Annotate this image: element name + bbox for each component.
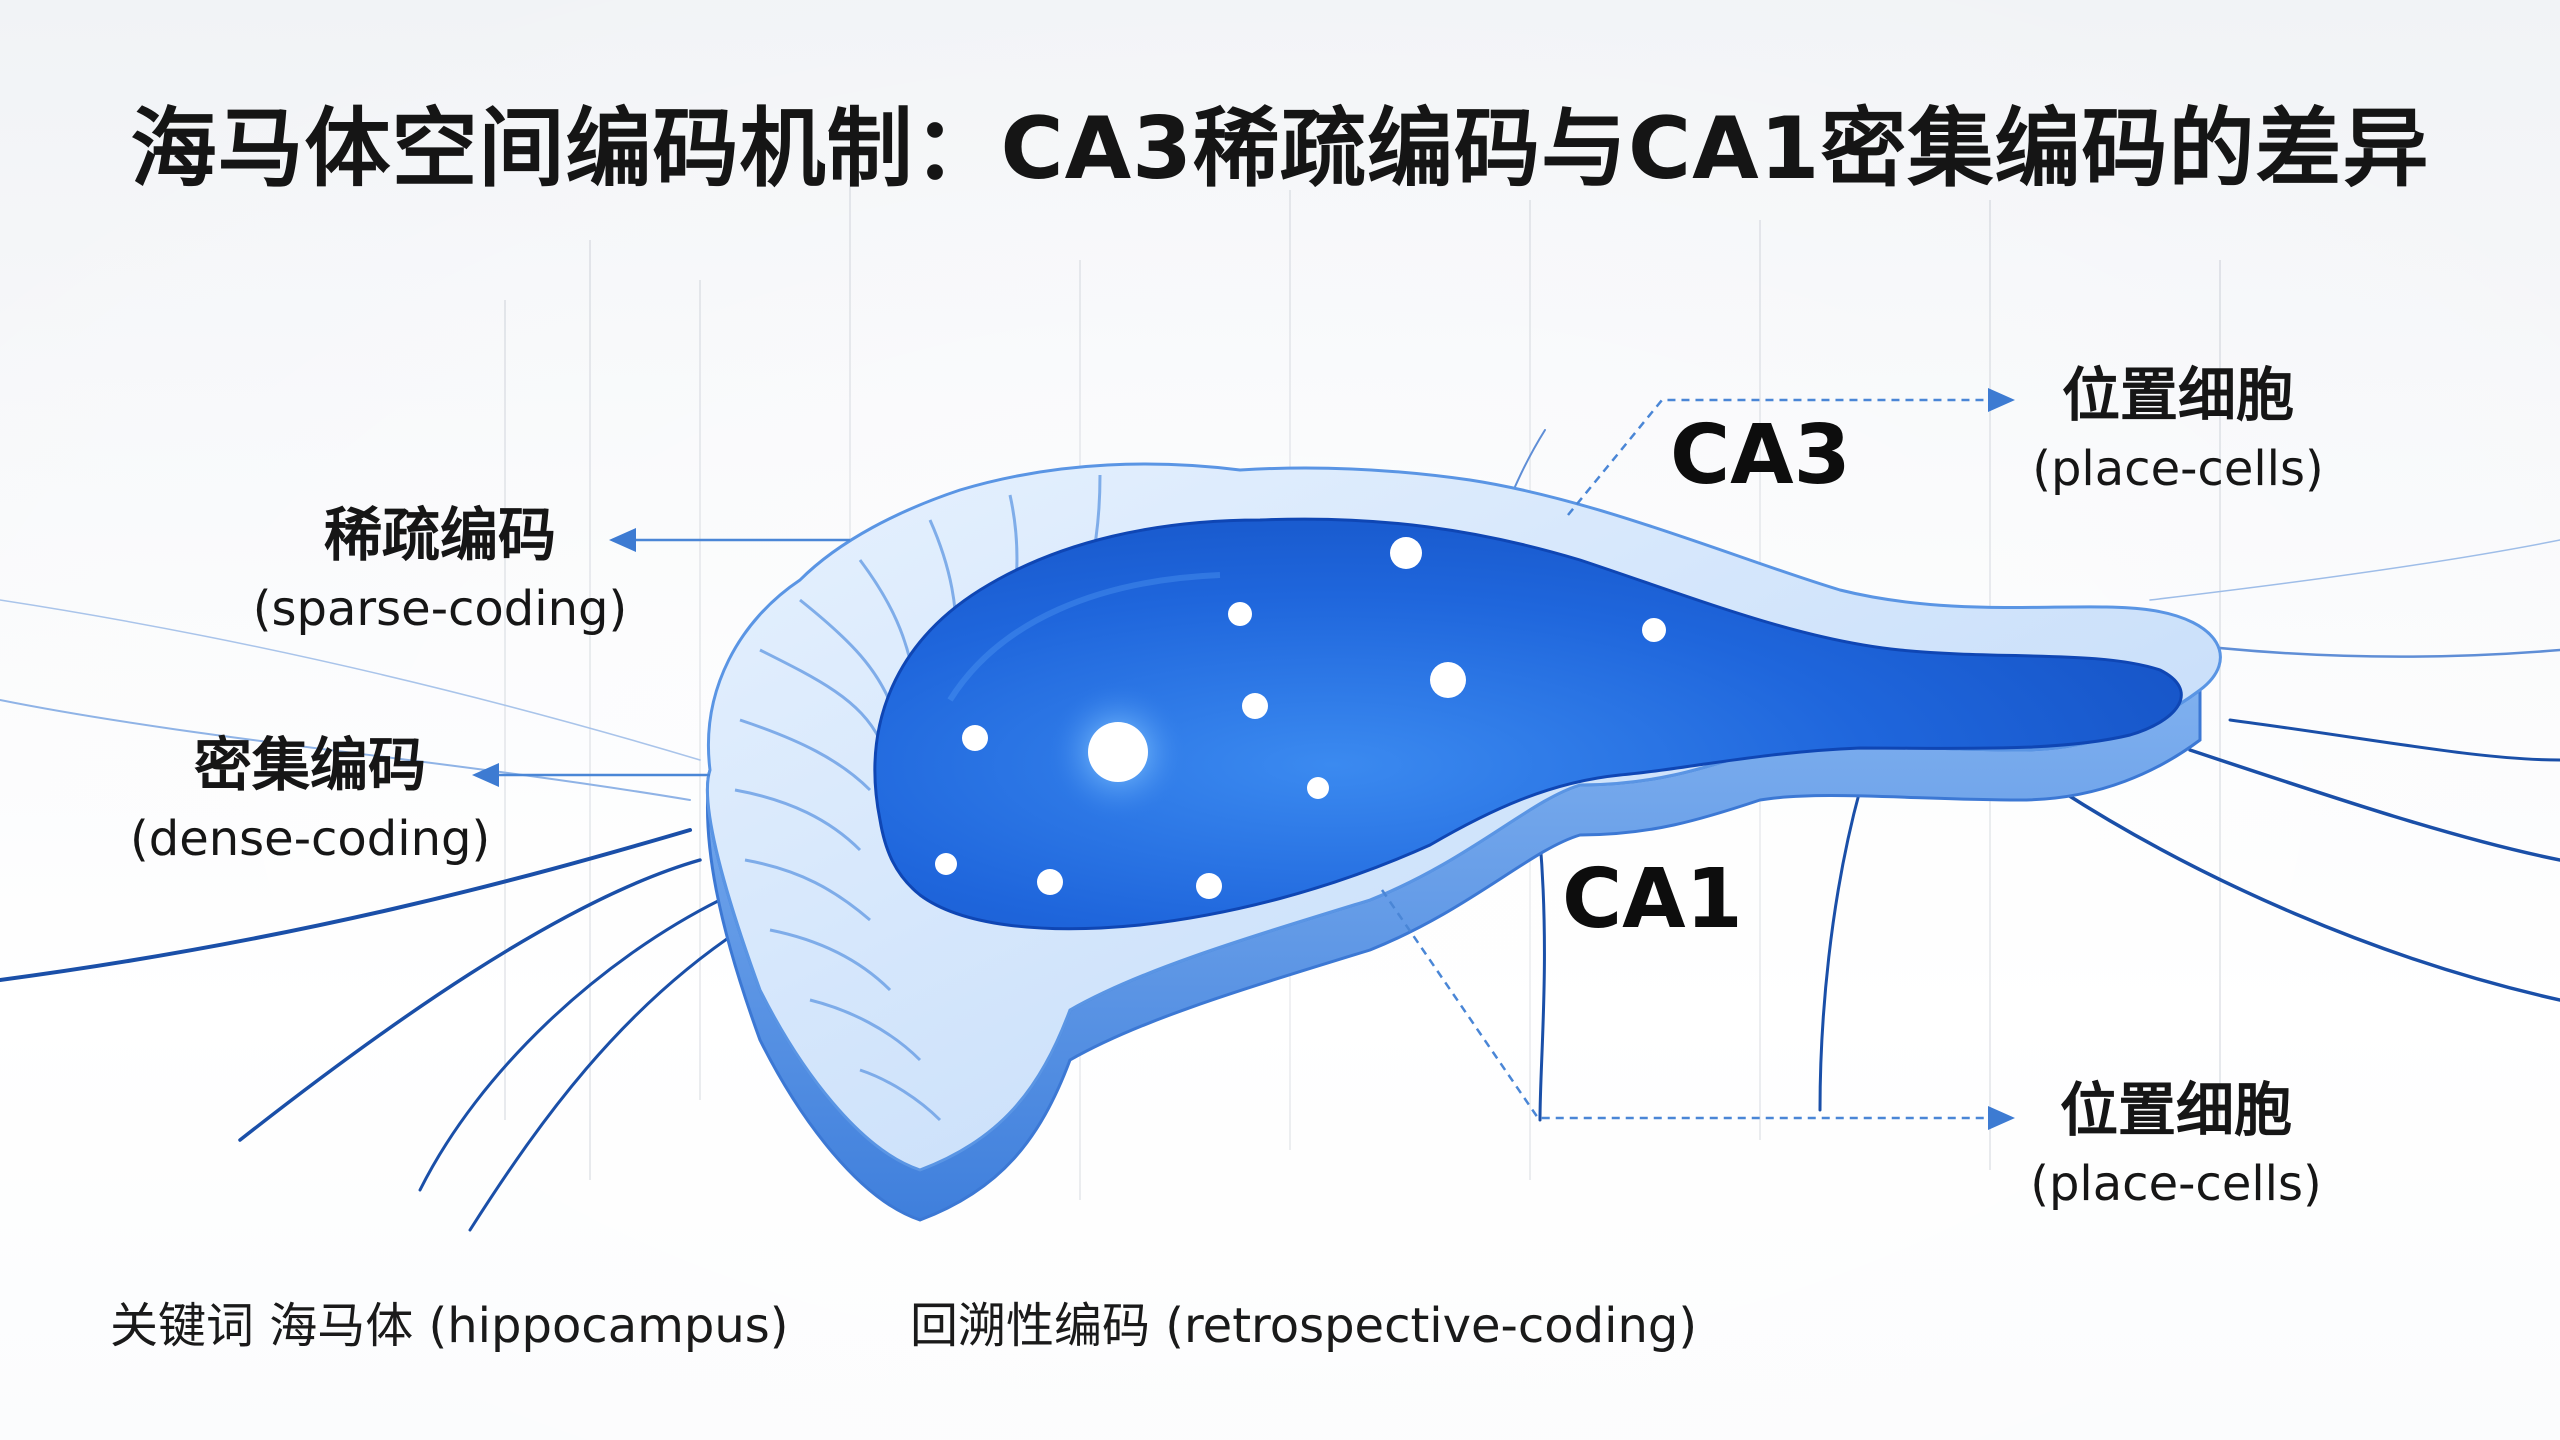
- place-cells-ca1-zh: 位置细胞: [2059, 1076, 2292, 1144]
- place-cells: [935, 537, 1666, 899]
- keyword-hippocampus: 关键词 海马体 (hippocampus): [110, 1298, 789, 1354]
- place-cells-ca3-label: 位置细胞 (place-cells): [2018, 355, 2338, 503]
- ca1-label: CA1: [1562, 852, 1743, 947]
- place-cells-ca1-en: (place-cells): [2030, 1156, 2322, 1212]
- dense-coding-label: 密集编码 (dense-coding): [130, 725, 490, 873]
- hippocampus-body: [705, 462, 2222, 1222]
- page-title: 海马体空间编码机制：CA3稀疏编码与CA1密集编码的差异: [130, 99, 2430, 199]
- place-cells-ca1-label: 位置细胞 (place-cells): [2016, 1070, 2336, 1218]
- ca3-label: CA3: [1670, 408, 1851, 503]
- dense-coding-en: (dense-coding): [130, 811, 491, 867]
- sparse-coding-label: 稀疏编码 (sparse-coding): [230, 495, 650, 643]
- leader-lines: [472, 388, 2015, 1130]
- sparse-coding-en: (sparse-coding): [252, 581, 628, 637]
- place-cells-ca3-en: (place-cells): [2032, 441, 2324, 497]
- keyword-retrospective-coding: 回溯性编码 (retrospective-coding): [910, 1298, 1698, 1354]
- nerve-fibers: [0, 429, 2560, 1232]
- sparse-coding-zh: 稀疏编码: [323, 501, 556, 569]
- dense-coding-zh: 密集编码: [193, 731, 426, 799]
- place-cells-ca3-zh: 位置细胞: [2061, 361, 2294, 429]
